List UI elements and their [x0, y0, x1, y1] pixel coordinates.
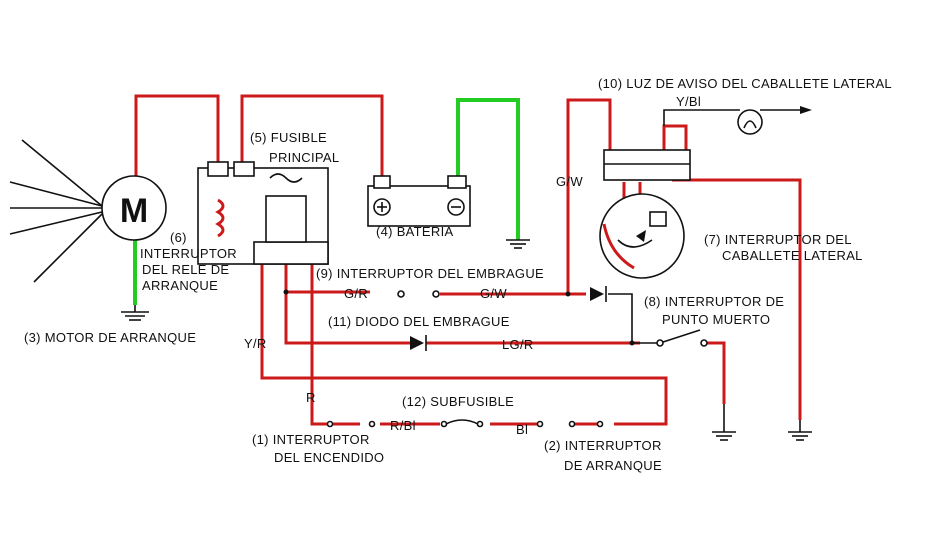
label-diodo: (11) DIODO DEL EMBRAGUE	[328, 314, 510, 329]
label-lg-r: LG/R	[502, 337, 534, 352]
ground-symbol	[506, 239, 530, 249]
green-wires	[133, 98, 520, 305]
label-motor: (3) MOTOR DE ARRANQUE	[24, 330, 196, 345]
label-rele-2: DEL RELE DE	[142, 262, 229, 277]
label-cab-2: CABALLETE LATERAL	[722, 248, 863, 263]
labels: (10) LUZ DE AVISO DEL CABALLETE LATERAL …	[24, 76, 892, 473]
side-stand-switch	[599, 149, 691, 279]
ground-symbol	[788, 420, 812, 441]
arrow-line	[21, 139, 103, 207]
warning-lamp-icon	[737, 109, 763, 135]
label-fusible-1: (5) FUSIBLE	[250, 130, 327, 145]
clutch-diode	[410, 335, 427, 351]
label-rele-1: INTERRUPTOR	[140, 246, 237, 261]
label-g-r: G/R	[344, 286, 368, 301]
red-wires	[134, 94, 802, 426]
label-enc-2: DEL ENCENDIDO	[274, 450, 384, 465]
diode	[590, 286, 607, 302]
label-bl: Bl	[516, 422, 528, 437]
label-luz-aviso: (10) LUZ DE AVISO DEL CABALLETE LATERAL	[598, 76, 892, 91]
label-gw-top: G/W	[556, 174, 583, 189]
battery	[367, 175, 471, 227]
label-fusible-2: PRINCIPAL	[269, 150, 339, 165]
label-pm-2: PUNTO MUERTO	[662, 312, 770, 327]
ground-symbol	[712, 404, 736, 441]
label-enc-1: (1) INTERRUPTOR	[252, 432, 370, 447]
label-arr-2: DE ARRANQUE	[564, 458, 662, 473]
motor-symbol: M	[120, 192, 148, 230]
label-r: R	[306, 390, 316, 405]
label-pm-1: (8) INTERRUPTOR DE	[644, 294, 784, 309]
black-lines	[9, 106, 812, 428]
label-y-r: Y/R	[244, 336, 267, 351]
label-bateria: (4) BATERIA	[376, 224, 453, 239]
label-g-w-mid: G/W	[480, 286, 507, 301]
label-r-bl: R/Bl	[390, 418, 416, 433]
label-rele-num: (6)	[170, 230, 187, 245]
starter-motor: M	[101, 175, 167, 241]
ground-symbol	[121, 305, 149, 321]
label-rele-3: ARRANQUE	[142, 278, 218, 293]
label-embrague: (9) INTERRUPTOR DEL EMBRAGUE	[316, 266, 544, 281]
label-y-bl: Y/Bl	[676, 94, 701, 109]
label-subfusible: (12) SUBFUSIBLE	[402, 394, 514, 409]
label-cab-1: (7) INTERRUPTOR DEL	[704, 232, 852, 247]
label-arr-1: (2) INTERRUPTOR	[544, 438, 662, 453]
starter-relay	[197, 161, 329, 265]
